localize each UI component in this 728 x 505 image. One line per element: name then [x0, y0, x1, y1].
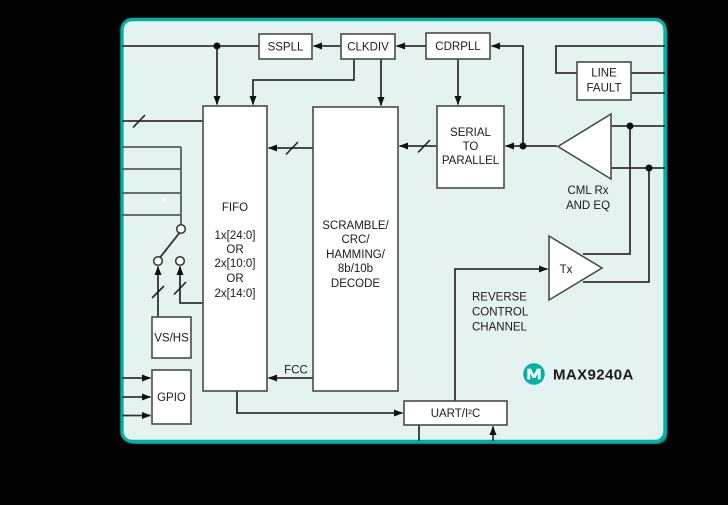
amplifiers: CML Rx AND EQ Tx [548, 112, 612, 302]
tx-label: Tx [560, 264, 573, 276]
reverse-control-label-3: CHANNEL [472, 322, 528, 334]
switch-throw-left [152, 255, 164, 267]
wire-fifo-to-mux [176, 266, 203, 304]
fifo-opt-3: 2x[14:0] [215, 288, 256, 300]
dot-clock-tap [213, 42, 221, 50]
part-number: MAX9240A [553, 367, 634, 384]
switch-throw-right [174, 255, 186, 267]
gpio-label: GPIO [157, 392, 186, 404]
wire-fifo-to-uart [236, 391, 403, 417]
wire-uart-to-tx [454, 265, 548, 401]
block-uart-i2c [403, 400, 508, 426]
blocks: SSPLL CLKDIV CDRPLL LINE FAULT SERIAL TO… [151, 32, 632, 426]
block-line-fault [576, 61, 632, 101]
switch-lever [159, 232, 181, 259]
scramble-label-3: HAMMING/ [326, 249, 386, 261]
block-serial-to-parallel [436, 105, 505, 189]
junction-dots [213, 42, 653, 172]
wire-tx-loop-pos [583, 126, 631, 255]
block-fifo [202, 105, 268, 392]
cml-rx-triangle [556, 112, 612, 181]
block-scramble-decode [312, 106, 399, 392]
clkdiv-label: CLKDIV [347, 42, 389, 54]
wire-linefault-left [555, 45, 665, 74]
fifo-or-2: OR [226, 273, 243, 285]
stp-label-3: PARALLEL [442, 155, 500, 167]
wire-clkdiv-to-fifo [249, 59, 355, 105]
block-vs-hs [151, 316, 192, 359]
uart-i2c-label: UART/I²C [431, 408, 481, 420]
slash-vshs [151, 285, 165, 299]
block-sspll [258, 33, 313, 60]
plain-wires [122, 45, 665, 441]
scramble-label-2: CRC/ [341, 234, 370, 246]
annotations: FCC REVERSE CONTROL CHANNEL [284, 292, 529, 377]
stray-dot [161, 197, 167, 203]
stp-label-2: TO [463, 141, 479, 153]
cml-rx-label-1: CML Rx [567, 185, 608, 197]
line-fault-label-2: FAULT [587, 83, 622, 95]
dot-cml-pos [626, 122, 634, 130]
dot-cml-neg [645, 164, 653, 172]
slash-fifo-input [132, 114, 146, 129]
fifo-opt-1: 1x[24:0] [215, 230, 256, 242]
reverse-control-label-2: CONTROL [472, 307, 529, 319]
wire-serial-to-cdrpll [491, 42, 524, 146]
block-gpio [151, 369, 192, 425]
block-cdrpll [425, 32, 491, 60]
block-clkdiv [340, 33, 396, 60]
vs-hs-label: VS/HS [154, 333, 189, 345]
line-fault-label-1: LINE [591, 68, 617, 80]
cml-rx-label-2: AND EQ [566, 200, 610, 212]
sspll-label: SSPLL [268, 42, 304, 54]
tx-triangle [548, 234, 604, 302]
slash-stp-scramble [417, 139, 431, 154]
maxim-logo-icon [523, 363, 545, 385]
scramble-label-4: 8b/10b [338, 263, 373, 275]
dot-serial-tap [519, 142, 527, 150]
slash-fifo-mux [173, 281, 187, 296]
branding: MAX9240A [523, 363, 634, 385]
bus-slashes [132, 114, 431, 299]
fcc-label: FCC [284, 365, 308, 377]
scramble-label-5: DECODE [331, 278, 381, 290]
slash-scramble-fifo [285, 141, 299, 156]
fifo-or-1: OR [226, 244, 243, 256]
output-mux-switch [152, 197, 187, 267]
wire-tx-loop-neg [583, 168, 650, 283]
reverse-control-label-1: REVERSE [472, 292, 527, 304]
fifo-title: FIFO [222, 202, 248, 214]
switch-pole [175, 223, 187, 235]
stp-label-1: SERIAL [450, 127, 492, 139]
scramble-label-1: SCRAMBLE/ [322, 220, 389, 232]
fifo-opt-2: 2x[10:0] [215, 258, 256, 270]
cdrpll-label: CDRPLL [435, 41, 481, 53]
maxim-logo-m [527, 368, 541, 380]
